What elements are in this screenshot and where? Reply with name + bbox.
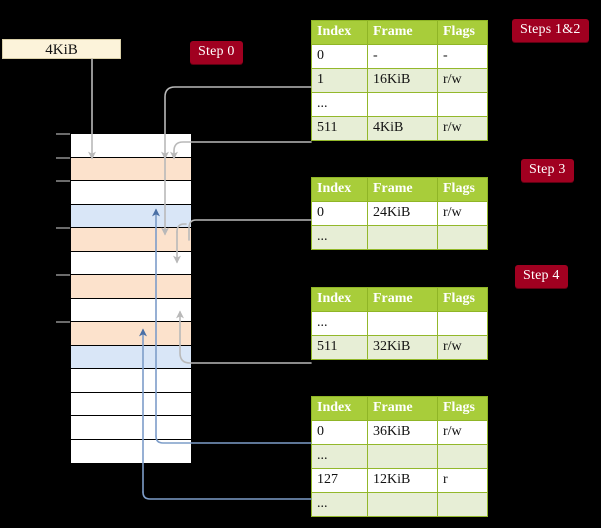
cell-frame [367,225,438,250]
table-header-flags: Flags [437,287,488,312]
memory-frame-row [71,298,191,322]
cell-frame [367,311,438,336]
memory-frame-row [71,439,191,463]
memory-frame-row [71,275,191,299]
table-row: ... [311,92,488,117]
cell-index: ... [311,444,368,469]
table-header-flags: Flags [437,20,488,45]
cell-flags [437,492,488,517]
cell-frame [367,92,438,117]
wire-l4-row511-to-memory [170,141,312,160]
table-row: ... [311,444,488,469]
table-row: ... [311,311,488,336]
memory-frame-row [71,345,191,369]
cell-flags [437,444,488,469]
cell-frame: - [367,44,438,69]
memory-frame-row [71,322,191,346]
memory-frame-row [71,416,191,440]
cell-frame: 24KiB [367,201,438,226]
cell-flags: r/w [437,116,488,141]
cell-index: ... [311,92,368,117]
table-row: ... [311,225,488,250]
physical-memory-column [70,133,191,463]
memory-tick [56,321,70,323]
table-header-frame: Frame [367,396,438,421]
cell-index: ... [311,311,368,336]
table-header-index: Index [311,287,368,312]
cell-index: 0 [311,44,368,69]
cell-index: 127 [311,468,368,493]
wire-l2-row511-to-memory [176,310,312,364]
step-badge-step0: Step 0 [190,41,243,64]
cell-flags [437,311,488,336]
table-header-frame: Frame [367,177,438,202]
cell-index: 1 [311,68,368,93]
cell-flags: r [437,468,488,493]
table-header-index: Index [311,177,368,202]
cell-frame: 4KiB [367,116,438,141]
cell-index: 0 [311,420,368,445]
memory-tick [56,133,70,135]
cell-flags [437,225,488,250]
memory-frame-row [71,204,191,228]
memory-tick [56,274,70,276]
step-badge-steps12: Steps 1&2 [512,19,589,42]
step-badge-step4: Step 4 [515,265,568,288]
cell-index: 0 [311,201,368,226]
memory-frame-row [71,392,191,416]
table-row: ... [311,492,488,517]
table-header-index: Index [311,396,368,421]
cell-flags: - [437,44,488,69]
table-row: 0-- [311,44,488,69]
cell-flags: r/w [437,335,488,360]
cell-frame: 36KiB [367,420,438,445]
cell-flags: r/w [437,201,488,226]
wire-l3-row0-segment [188,219,312,241]
cell-frame [367,492,438,517]
cell-frame: 16KiB [367,68,438,93]
virtual-address-label: 4KiB [45,42,78,58]
wire-blue-l1-row127 [142,491,312,500]
memory-frame-row [71,369,191,393]
cell-flags: r/w [437,68,488,93]
cell-index: ... [311,225,368,250]
table-header-frame: Frame [367,20,438,45]
memory-frame-row [71,251,191,275]
cell-index: ... [311,492,368,517]
table-header-flags: Flags [437,177,488,202]
cell-frame: 32KiB [367,335,438,360]
memory-frame-row [71,181,191,205]
cell-index: 511 [311,335,368,360]
memory-tick [56,156,70,159]
table-header-index: Index [311,20,368,45]
memory-frame-row [71,157,191,181]
cell-flags [437,92,488,117]
cell-frame: 12KiB [367,468,438,493]
memory-frame-row [71,228,191,252]
virtual-address-box: 4KiB [2,39,121,59]
memory-tick [56,227,70,229]
memory-frame-row [71,134,191,158]
memory-tick [56,180,70,182]
cell-flags: r/w [437,420,488,445]
step-badge-step3: Step 3 [521,159,574,182]
table-header-flags: Flags [437,396,488,421]
table-header-frame: Frame [367,287,438,312]
cell-frame [367,444,438,469]
cell-index: 511 [311,116,368,141]
